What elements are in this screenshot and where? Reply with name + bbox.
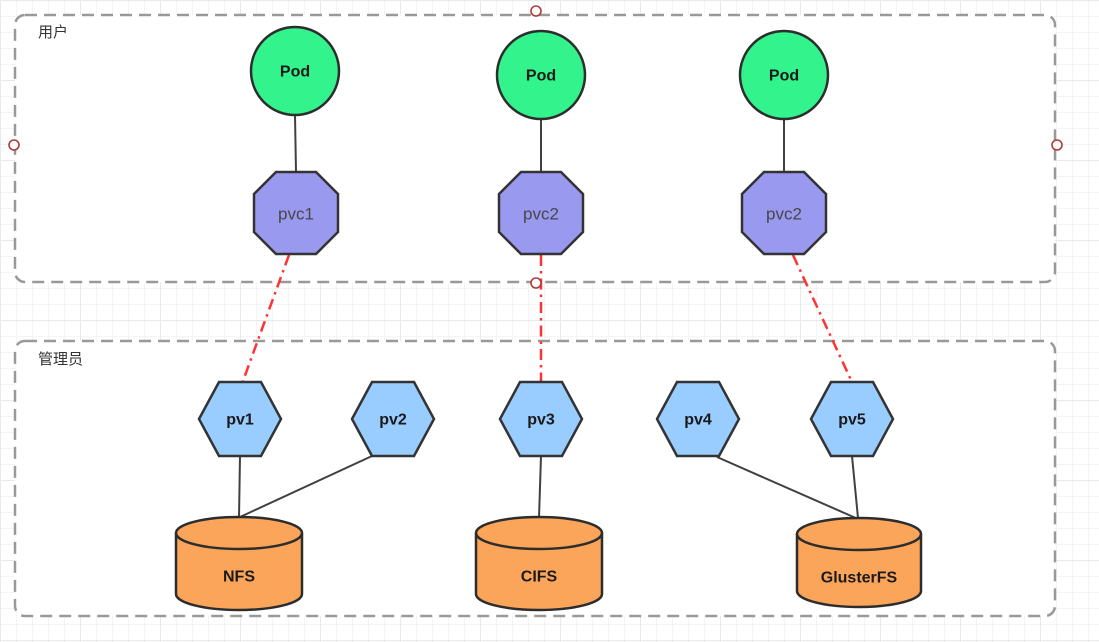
- node-pod-3-label: Pod: [769, 68, 799, 85]
- node-pod-1-label: Pod: [280, 64, 310, 81]
- node-pod-3[interactable]: [738, 29, 830, 121]
- node-storage-glusterfs-label: GlusterFS: [821, 570, 898, 587]
- edge-pv4-glusterfs[interactable]: [716, 456, 859, 520]
- node-storage-nfs[interactable]: [174, 515, 304, 612]
- edge-pv1-nfs[interactable]: [238, 455, 241, 519]
- node-pv4-label: pv4: [684, 412, 712, 429]
- group-label-users: 用户: [38, 24, 68, 41]
- node-storage-cifs-label: CIFS: [521, 569, 558, 586]
- node-pv2-label: pv2: [379, 412, 407, 429]
- node-storage-nfs-label: NFS: [223, 569, 255, 586]
- node-pvc2[interactable]: [497, 170, 585, 256]
- edge-pv5-glusterfs[interactable]: [851, 455, 859, 519]
- node-pod-2-label: Pod: [526, 68, 556, 85]
- node-pod-2[interactable]: [495, 29, 587, 121]
- node-storage-glusterfs[interactable]: [795, 516, 923, 609]
- node-pv2[interactable]: [350, 380, 436, 458]
- edge-pvc1-pv1[interactable]: [241, 254, 291, 382]
- node-pv4[interactable]: [655, 380, 741, 458]
- node-pod-1[interactable]: [249, 25, 341, 117]
- node-pv3[interactable]: [498, 380, 584, 458]
- anchor-point-middle[interactable]: [530, 277, 542, 289]
- anchor-point-right[interactable]: [1051, 139, 1063, 151]
- edge-pv3-cifs[interactable]: [538, 455, 542, 519]
- group-label-admins: 管理员: [38, 351, 83, 368]
- node-pv1-label: pv1: [226, 412, 254, 429]
- edge-pod1-pvc1[interactable]: [294, 114, 297, 173]
- node-pv1[interactable]: [197, 380, 283, 458]
- node-pvc2-label: pvc2: [523, 205, 559, 224]
- node-storage-cifs[interactable]: [474, 515, 604, 612]
- edge-pv2-nfs[interactable]: [239, 455, 373, 518]
- node-pvc2b-label: pvc2: [766, 205, 802, 224]
- glusterfs-cylinder-rim: [795, 533, 923, 552]
- nfs-cylinder-rim: [174, 532, 304, 551]
- node-pvc1[interactable]: [252, 170, 340, 256]
- anchor-point-top[interactable]: [530, 5, 542, 17]
- node-pv3-label: pv3: [527, 412, 555, 429]
- node-pvc2b[interactable]: [740, 170, 828, 256]
- anchor-point-left[interactable]: [8, 139, 20, 151]
- node-pv5[interactable]: [809, 380, 895, 458]
- node-pv5-label: pv5: [838, 412, 866, 429]
- node-pvc1-label: pvc1: [278, 205, 314, 224]
- cifs-cylinder-rim: [474, 532, 604, 551]
